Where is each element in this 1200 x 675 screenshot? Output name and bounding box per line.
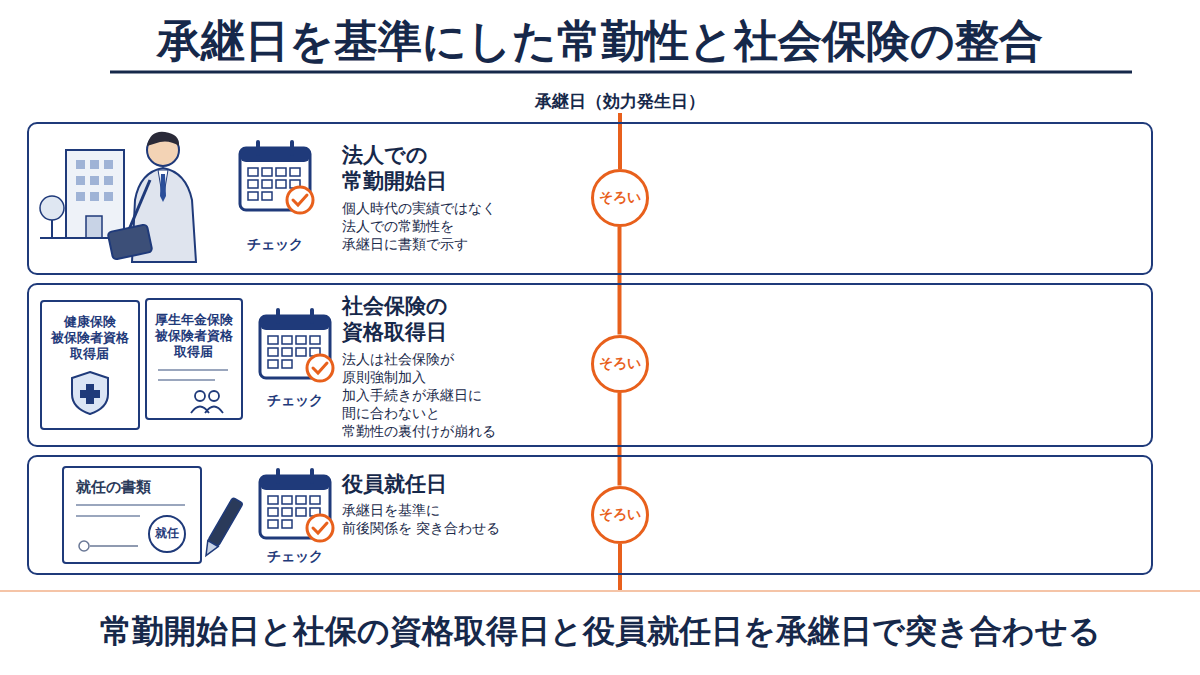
diagram-title: 承継日を基準にした常勤性と社会保険の整合 bbox=[0, 12, 1200, 71]
calendar-icon bbox=[260, 310, 333, 381]
match-circle: そろい bbox=[591, 486, 649, 544]
appointment-document: 就任の書類就任 bbox=[62, 466, 202, 564]
calendar-icon bbox=[260, 470, 333, 541]
check-label: チェック bbox=[247, 236, 303, 254]
match-circle: そろい bbox=[591, 335, 649, 393]
title-underline bbox=[110, 71, 1132, 74]
form-title: 厚生年金保険 被保険者資格 取得届 bbox=[151, 312, 237, 361]
match-text: そろい bbox=[599, 355, 641, 373]
pen-icon bbox=[201, 497, 243, 558]
timeline-bottom bbox=[618, 544, 622, 590]
calendar-icons bbox=[240, 142, 333, 541]
caption-rule bbox=[0, 590, 1200, 592]
timeline-connector bbox=[619, 227, 620, 335]
check-label: チェック bbox=[267, 548, 323, 566]
building-icon bbox=[40, 150, 128, 238]
step-heading: 役員就任日 bbox=[342, 471, 512, 497]
step-heading: 社会保険の 資格取得日 bbox=[342, 293, 512, 346]
people-icon bbox=[158, 370, 228, 413]
form-document: 健康保険 被保険者資格 取得届 bbox=[40, 300, 140, 430]
step-body: 個人時代の実績ではなく 法人での常勤性を 承継日に書類で示す bbox=[342, 199, 504, 254]
calendar-icon bbox=[240, 142, 313, 213]
step-body: 法人は社会保険が 原則強制加入 加入手続きが承継日に 間に合わないと 常勤性の裏… bbox=[342, 350, 504, 441]
match-text: そろい bbox=[599, 506, 641, 524]
match-text: そろい bbox=[599, 189, 641, 207]
step-body: 承継日を基準に 前後関係を 突き合わせる bbox=[342, 501, 504, 537]
timeline-top bbox=[618, 112, 622, 169]
step-row: 社会保険の 資格取得日法人は社会保険が 原則強制加入 加入手続きが承継日に 間に… bbox=[27, 283, 1153, 447]
diagram-caption: 常勤開始日と社保の資格取得日と役員就任日を承継日で突き合わせる bbox=[0, 610, 1200, 654]
step-row: 法人での 常勤開始日個人時代の実績ではなく 法人での常勤性を 承継日に書類で示す… bbox=[27, 122, 1153, 275]
step-heading: 法人での 常勤開始日 bbox=[342, 142, 512, 195]
match-circle: そろい bbox=[591, 169, 649, 227]
timeline-connector bbox=[619, 393, 620, 486]
form-document: 厚生年金保険 被保険者資格 取得届 bbox=[145, 298, 243, 420]
document-title: 就任の書類 bbox=[76, 478, 151, 497]
seal-stamp: 就任 bbox=[148, 515, 186, 553]
check-label: チェック bbox=[267, 392, 323, 410]
businessman-figure bbox=[108, 132, 196, 262]
seal-text: 就任 bbox=[155, 526, 179, 541]
step-row: 役員就任日承継日を基準に 前後関係を 突き合わせる 就任の書類就任 そろい bbox=[27, 455, 1153, 575]
timeline-label: 承継日（効力発生日） bbox=[531, 90, 709, 113]
shield-icon bbox=[72, 372, 108, 414]
form-title: 健康保険 被保険者資格 取得届 bbox=[46, 314, 134, 363]
